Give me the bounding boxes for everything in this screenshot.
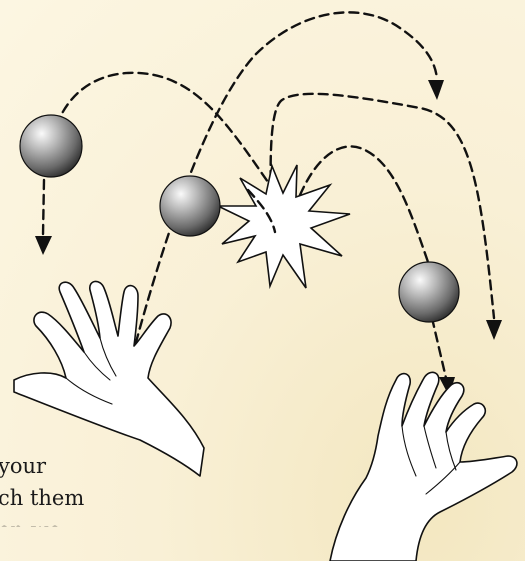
caption-line-2: ch them: [0, 488, 84, 509]
collision-starburst: [218, 165, 350, 288]
left-hand: [14, 281, 204, 476]
trajectory-left-drop: [43, 180, 44, 235]
arrowhead-top: [428, 80, 444, 100]
ball-right: [399, 262, 459, 322]
caption-line-1: your: [0, 456, 46, 477]
trajectory-right-drop: [432, 318, 446, 378]
arrowhead-left: [35, 236, 52, 255]
ball-middle: [160, 176, 220, 236]
right-hand: [330, 372, 517, 561]
trajectory-left-arc: [52, 73, 275, 192]
arrowhead-right: [486, 320, 502, 340]
ball-left: [20, 115, 82, 177]
